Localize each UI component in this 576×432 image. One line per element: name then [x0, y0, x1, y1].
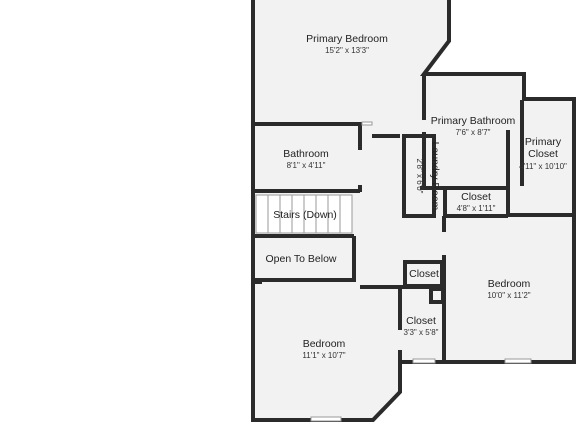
closet-bottom-name: Closet [406, 315, 436, 327]
bedroom-right-name: Bedroom [488, 278, 531, 290]
primary-bathroom-name: Primary Bathroom [431, 115, 516, 127]
primary-bedroom-name: Primary Bedroom [306, 33, 388, 45]
floor-area [252, 0, 576, 420]
bathroom-name: Bathroom [283, 148, 329, 160]
open-to-below-name: Open To Below [265, 253, 336, 265]
closet-small-name: Closet [409, 268, 439, 280]
primary-closet-dims: 4'11" x 10'10" [519, 162, 567, 171]
primary-closet-name-line2: Closet [528, 148, 558, 160]
primary-bedroom-dims: 15'2" x 13'3" [325, 46, 369, 55]
closet-hall-dims: 4'8" x 1'11" [457, 204, 496, 213]
closet-hall-name: Closet [461, 191, 491, 203]
primary-closet-name-line1: Primary [525, 136, 562, 148]
laundry-room-dims: 2'8" x 6'0" [415, 159, 424, 194]
bathroom-dims: 8'1" x 4'11" [287, 161, 326, 170]
laundry-room-name: Laundry Room [429, 142, 441, 211]
bedroom-left-name: Bedroom [303, 338, 346, 350]
bedroom-right-dims: 10'0" x 11'2" [487, 291, 530, 300]
closet-bottom-dims: 3'3" x 5'8" [404, 328, 439, 337]
stair-treads [255, 194, 353, 234]
window-marks [310, 121, 532, 422]
bedroom-left-dims: 11'1" x 10'7" [302, 351, 345, 360]
room-labels: Primary Bedroom 15'2" x 13'3" Primary Ba… [265, 33, 567, 360]
stairs-name: Stairs (Down) [273, 209, 337, 221]
primary-bathroom-dims: 7'6" x 8'7" [456, 128, 491, 137]
